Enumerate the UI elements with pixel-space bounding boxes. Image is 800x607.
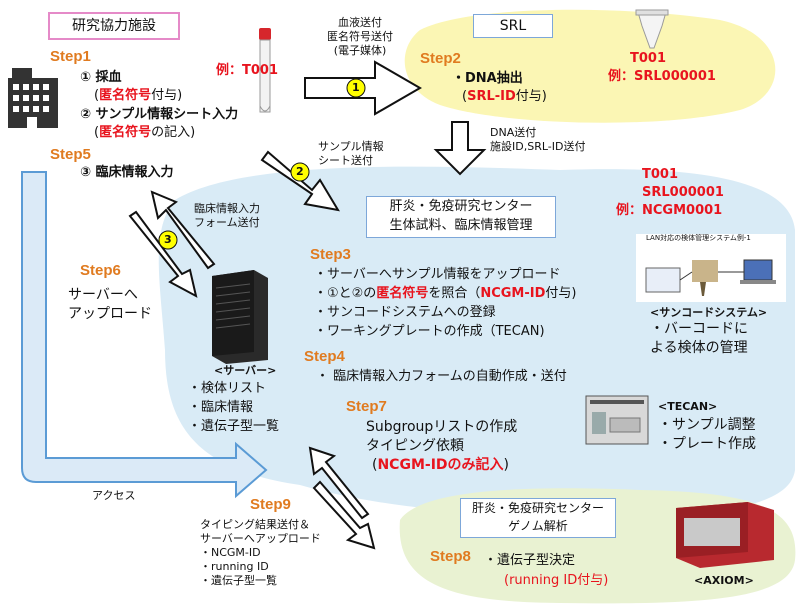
arrow1-text: 血液送付 匿名符号送付 (電子媒体) xyxy=(327,16,393,57)
step3-item-upload: ・サーバーへサンプル情報をアップロード xyxy=(314,267,561,282)
item1-num: ① xyxy=(80,70,92,85)
step3-item-suncode: ・サンコードシステムへの登録 xyxy=(314,305,496,320)
srl-id: SRL-ID xyxy=(467,89,516,104)
dna-send-text: DNA送付 施設ID,SRL-ID送付 xyxy=(490,126,586,153)
step7-label: Step7 xyxy=(346,398,387,415)
blood-tube-icon xyxy=(259,28,271,113)
badge-3-circle xyxy=(158,230,178,250)
step9-text: タイピング結果送付＆ サーバーへアップロード ・NCGM-ID ・running… xyxy=(200,518,321,587)
genome-title: 肝炎・免疫研究センター ゲノム解析 xyxy=(460,498,616,538)
arrow-3-up xyxy=(150,190,216,270)
axiom-icon xyxy=(676,502,774,568)
barcode-title: <サンコードシステム> xyxy=(650,306,768,319)
step6-text: サーバーへ アップロード xyxy=(68,287,152,322)
step7-note: (NCGM-IDのみ記入) xyxy=(372,457,509,473)
server-item-list: ・検体リスト xyxy=(188,381,267,396)
tecan-title: <TECAN> xyxy=(658,400,718,413)
center-id-srl: SRL000001 xyxy=(642,185,724,200)
barcode-caption: LAN対応の検体管理システム例-1 xyxy=(646,234,751,242)
tecan-icon xyxy=(585,395,649,445)
step3-item-plate: ・ワーキングプレートの作成（TECAN) xyxy=(314,324,545,339)
genome-note: (running ID付与) xyxy=(504,573,609,588)
srl-example-1: T001 xyxy=(630,51,667,66)
srl-region xyxy=(404,9,776,123)
arrow-3-down xyxy=(128,210,198,298)
axiom-label: <AXIOM> xyxy=(694,574,754,587)
item2-num: ② xyxy=(80,107,92,122)
step4-item: ・ 臨床情報入力フォームの自動作成・送付 xyxy=(316,369,567,384)
step2-label: Step2 xyxy=(420,50,461,67)
step8-label: Step8 xyxy=(430,548,471,565)
item2-paren-open: ( xyxy=(94,125,100,140)
barcode-image: LAN対応の検体管理システム例-1 xyxy=(636,234,786,302)
server-title: <サーバー> xyxy=(214,364,277,377)
item1-text: 採血 xyxy=(95,70,122,85)
item2-text: サンプル情報シート入力 xyxy=(95,107,239,122)
building-icon xyxy=(8,68,58,128)
badge-1: 1 xyxy=(352,81,360,94)
item3-num: ③ xyxy=(80,165,92,180)
tube-label-prefix: 例： xyxy=(216,63,243,78)
item2-paren-tail: の記入) xyxy=(151,125,196,140)
badge-2-circle xyxy=(290,162,310,182)
step9-label: Step9 xyxy=(250,496,291,513)
arrow-9-up xyxy=(308,446,370,520)
arrow3-text: 臨床情報入力 フォーム送付 xyxy=(194,202,260,229)
barcode-text: ・バーコードに よる検体の管理 xyxy=(650,321,748,356)
arrow-dna xyxy=(433,121,487,176)
facility-title: 研究協力施設 xyxy=(48,12,180,40)
item1-anon-code: 匿名符号 xyxy=(99,88,152,103)
step3-label: Step3 xyxy=(310,246,351,263)
barcode-system-icon xyxy=(645,259,776,296)
arrow-9-down xyxy=(312,480,376,550)
item3-text: 臨床情報入力 xyxy=(95,165,174,180)
step6-label: Step6 xyxy=(80,262,121,279)
access-arrow xyxy=(21,171,268,499)
step4-label: Step4 xyxy=(304,348,345,365)
center-id-t001: T001 xyxy=(642,167,679,182)
server-item-clinical: ・臨床情報 xyxy=(188,400,254,415)
srl-title: SRL xyxy=(473,14,553,38)
step3-item-match: ・①と②の匿名符号を照合（NCGM-ID付与) xyxy=(314,286,577,301)
access-label: アクセス xyxy=(92,489,136,502)
tecan-items: ・サンプル調整 ・プレート作成 xyxy=(658,417,756,452)
server-icon xyxy=(212,270,268,364)
srl-example-2: 例：SRL000001 xyxy=(608,69,716,84)
step5-label: Step5 xyxy=(50,146,91,163)
step1-label: Step1 xyxy=(50,48,91,65)
badge-1-circle xyxy=(346,78,366,98)
genome-task: ・遺伝子型決定 xyxy=(484,553,576,568)
center-title: 肝炎・免疫研究センター 生体試料、臨床情報管理 xyxy=(366,196,556,238)
badge-2: 2 xyxy=(296,165,304,178)
item1-paren-open: ( xyxy=(94,88,100,103)
sample-tube-icon xyxy=(635,9,669,49)
tube-label-code: T001 xyxy=(242,63,279,78)
item2-anon-code: 匿名符号 xyxy=(99,125,152,140)
item1-paren-tail: 付与) xyxy=(151,88,183,103)
center-id-ncgm: 例：NCGM0001 xyxy=(616,203,723,218)
srl-task: ・DNA抽出 xyxy=(452,71,523,86)
arrow2-text: サンプル情報 シート送付 xyxy=(318,140,384,167)
server-item-genotype: ・遺伝子型一覧 xyxy=(188,419,280,434)
step7-text: Subgroupリストの作成 タイピング依頼 xyxy=(366,419,518,454)
badge-3: 3 xyxy=(164,233,172,246)
